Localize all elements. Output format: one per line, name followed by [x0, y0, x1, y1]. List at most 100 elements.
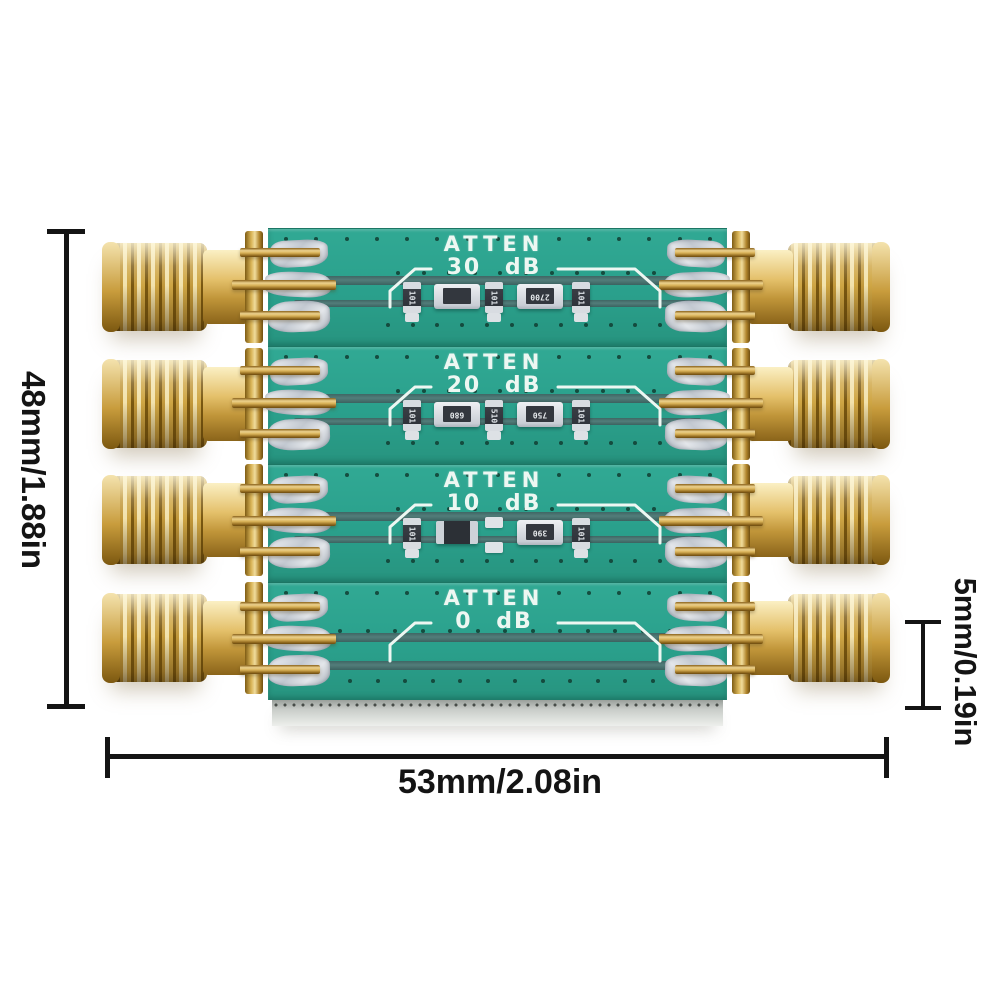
via-dot [422, 271, 426, 275]
smd-resistor: 2700 [517, 284, 563, 309]
via-dot [435, 237, 439, 241]
via-dot [284, 473, 288, 477]
sma-connector-barrel-left-1 [102, 242, 207, 332]
via-dot [486, 679, 490, 683]
via-dot [586, 629, 590, 633]
sma-connector-barrel-left-2 [102, 359, 207, 449]
connector-center-pin [232, 634, 336, 644]
via-dot [284, 237, 288, 241]
via-dot [658, 559, 662, 563]
via-dot [314, 473, 318, 477]
via-dot [708, 473, 712, 477]
solder-pads-left [232, 465, 336, 583]
resistor-code: 750 [532, 410, 548, 419]
smd-resistor: 101 [485, 282, 503, 322]
via-dot [485, 559, 489, 563]
via-dot [617, 473, 621, 477]
connector-center-pin [232, 398, 336, 408]
via-dot [587, 237, 591, 241]
via-dot [476, 629, 480, 633]
smd-resistor: 101 [572, 518, 590, 558]
solder-pads-left [232, 229, 336, 347]
via-dot [345, 237, 349, 241]
via-dot [647, 237, 651, 241]
smd-resistor: 101 [572, 282, 590, 322]
silkscreen-atten-label: ATTEN [443, 350, 545, 374]
via-dot [633, 441, 637, 445]
silkscreen-atten-label: ATTEN [443, 232, 545, 256]
via-dot [557, 237, 561, 241]
rf-trace [294, 536, 701, 543]
dimension-tick [47, 704, 85, 709]
via-dot [550, 507, 554, 511]
via-dot [466, 237, 470, 241]
via-dot [376, 679, 380, 683]
via-dot [345, 355, 349, 359]
via-dot [534, 559, 538, 563]
via-dot [435, 441, 439, 445]
connector-pin [240, 547, 320, 556]
via-dot [396, 271, 400, 275]
via-dot [575, 389, 579, 393]
via-dot [524, 507, 528, 511]
smd-resistor [434, 284, 480, 309]
via-dot [405, 237, 409, 241]
via-dot [534, 323, 538, 327]
smd-resistor: 390 [517, 520, 563, 545]
width-dimension-label: 53mm/2.08in [397, 763, 603, 801]
connector-pin [240, 665, 320, 674]
via-dot [435, 473, 439, 477]
smd-component-dark [436, 521, 478, 544]
via-dot [626, 271, 630, 275]
via-dot [460, 323, 464, 327]
via-dot [526, 237, 530, 241]
via-dot [498, 507, 502, 511]
via-dot [609, 323, 613, 327]
width-dimension-line [107, 754, 886, 759]
via-dot [375, 237, 379, 241]
via-dot [284, 591, 288, 595]
via-dot [617, 355, 621, 359]
via-dot [708, 237, 712, 241]
connector-pin [240, 248, 320, 257]
via-dot [601, 507, 605, 511]
via-dot [550, 271, 554, 275]
via-dot [510, 559, 514, 563]
via-dot [587, 355, 591, 359]
connector-pin [240, 602, 320, 611]
sma-connector-barrel-right-2 [788, 359, 890, 449]
via-dot [613, 629, 617, 633]
via-dot [435, 355, 439, 359]
rf-trace [298, 276, 697, 285]
via-dot [557, 591, 561, 595]
via-dot [284, 355, 288, 359]
via-dot [559, 441, 563, 445]
via-dot [633, 323, 637, 327]
via-dot [534, 441, 538, 445]
silkscreen-attenuation-value: 30 dB [446, 255, 542, 280]
sma-connector-barrel-right-1 [788, 242, 890, 332]
dimension-tick [905, 706, 941, 710]
via-dot [314, 591, 318, 595]
via-dot [557, 473, 561, 477]
via-dot [575, 507, 579, 511]
via-dot [658, 441, 662, 445]
silkscreen-bracket [388, 621, 662, 663]
solder-pads-left [232, 347, 336, 465]
via-dot [584, 323, 588, 327]
via-dot [366, 629, 370, 633]
via-dot [405, 473, 409, 477]
height-dimension-label: 48mm/1.88in [15, 370, 52, 570]
connector-pin [240, 484, 320, 493]
via-dot [386, 441, 390, 445]
via-dot [513, 679, 517, 683]
rf-trace [298, 512, 697, 521]
via-dot [647, 473, 651, 477]
via-dot [375, 591, 379, 595]
via-dot [498, 271, 502, 275]
sma-connector-barrel-right-4 [788, 593, 890, 683]
via-dot [421, 629, 425, 633]
